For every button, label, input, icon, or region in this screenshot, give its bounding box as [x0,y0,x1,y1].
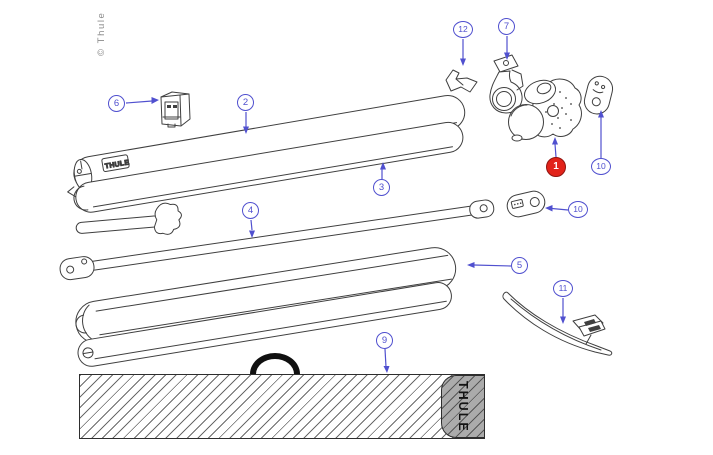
callout-12-label: 12 [458,24,468,35]
part-drawing-bent-strip [445,69,478,93]
callout-12[interactable]: 12 [453,21,473,38]
part-drawing-oval-plate-lower [506,190,546,218]
part-drawing-lead-rail [77,282,452,367]
callout-10-lower-label: 10 [573,204,583,215]
top-cylinder [524,79,556,105]
part-drawing-second-rail-tube [67,121,464,213]
part-drawing-clamp-bracket [489,54,524,114]
callout-10-upper[interactable]: 10 [591,158,611,175]
case-brand-panel: THULE [441,375,484,438]
callout-3-label: 3 [378,181,385,193]
arrow-1 [552,137,558,145]
arrow-2 [243,126,249,134]
case-handle-drawing [250,353,300,374]
arrow-5 [467,262,475,268]
callout-6-label: 6 [113,97,120,109]
arrow-11 [560,316,566,324]
arrow-9 [383,366,390,373]
callout-2-label: 2 [242,96,249,108]
part-drawing-tension-rod [59,199,495,281]
callout-11[interactable]: 11 [553,280,573,297]
part-drawing-top-rail-tube: THULE [73,94,466,191]
callout-9-label: 9 [381,334,388,346]
callout-1-selected[interactable]: 1 [546,157,566,177]
callout-10-upper-label: 10 [596,161,606,172]
arrow-12 [460,58,466,66]
copyright-watermark: © Thule [96,11,107,56]
callout-6[interactable]: 6 [108,95,125,112]
awning-case-drawing: THULE [79,374,485,439]
part-drawing-end-blade [502,291,613,356]
callout-7[interactable]: 7 [498,18,515,35]
arrow-7 [504,52,510,60]
callout-10-lower[interactable]: 10 [568,201,588,218]
callout-2[interactable]: 2 [237,94,254,111]
callout-11-label: 11 [558,283,568,294]
thule-print-on-tube: THULE [101,154,131,172]
arrow-6 [151,97,159,104]
arrow-10-upper [598,110,604,118]
callout-1-label: 1 [553,161,559,172]
callout-5-label: 5 [516,259,523,271]
callout-7-label: 7 [503,20,510,32]
callout-3[interactable]: 3 [373,179,390,196]
callout-9[interactable]: 9 [376,332,393,349]
part-drawing-oval-plate-upper [583,75,614,115]
callout-5[interactable]: 5 [511,257,528,274]
callout-4-label: 4 [247,204,254,216]
crank-knob [508,104,544,140]
leader-lines [125,36,604,373]
arrow-3 [380,162,386,170]
arrow-4 [249,230,255,238]
arrow-10-lower [545,205,553,212]
case-brand-label: THULE [456,380,470,433]
part-drawing-short-rod-with-clip [75,202,182,235]
callout-4[interactable]: 4 [242,202,259,219]
part-drawing-gear-mechanism [508,78,582,142]
part-drawing-wall-bracket [160,91,191,128]
